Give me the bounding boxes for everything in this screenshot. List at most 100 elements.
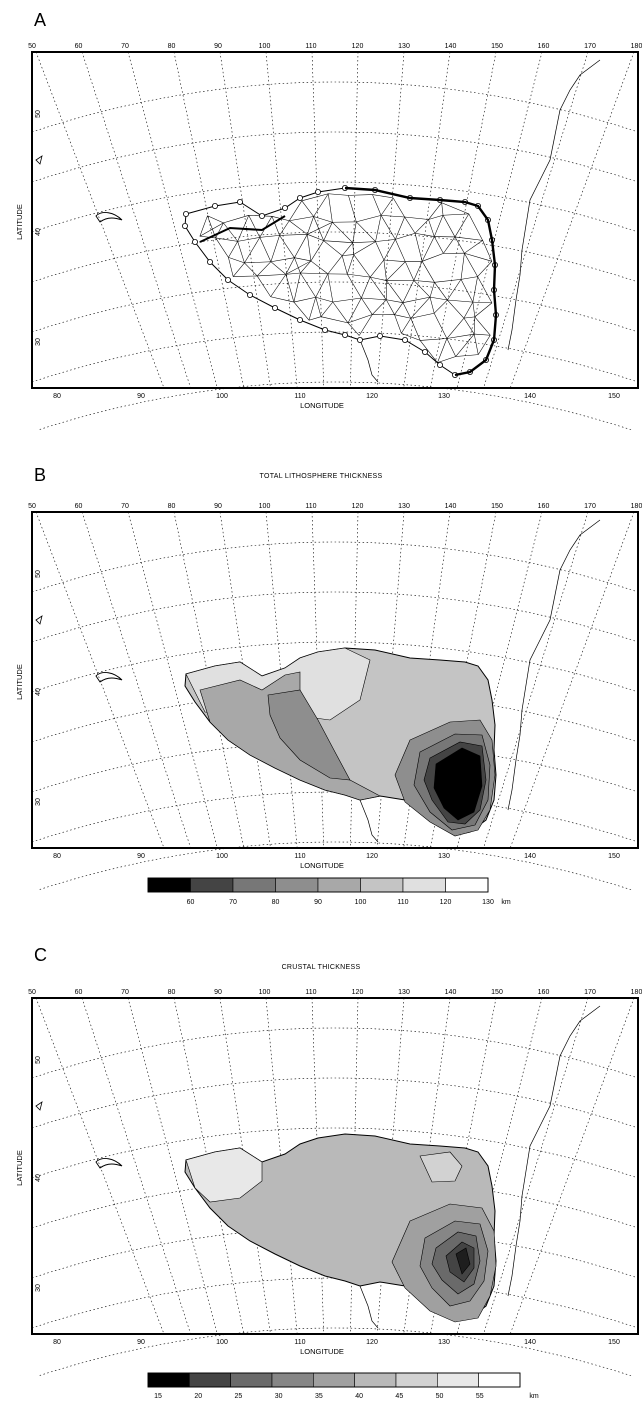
legend-swatch [446,878,489,892]
mesh-edge [447,300,464,318]
graticule-latitude-line [32,1278,638,1328]
mesh-edge [271,235,280,261]
continent-outline [185,188,496,375]
top-tick-label: 130 [398,503,410,510]
top-tick-label: 60 [75,43,83,50]
mesh-edge [347,274,370,277]
boundary-node [357,337,362,342]
mesh-edge [311,261,328,274]
mesh-edge [257,276,271,297]
mesh-edge [361,298,372,315]
mesh-edge [437,339,446,363]
mesh-edge [430,297,447,300]
longitude-axis-label: LONGITUDE [300,1347,344,1356]
boundary-node [225,277,230,282]
mesh-edge [415,233,422,261]
mesh-edge [447,339,456,357]
mesh-edge [328,256,342,274]
mesh-edge [474,317,475,334]
mesh-edge [474,334,490,335]
panel-c-letter: C [34,945,47,966]
mesh-edge [294,234,307,257]
mesh-edge [401,318,410,333]
top-tick-label: 180 [631,503,642,510]
mesh-edge [311,241,324,261]
top-tick-label: 180 [631,989,642,996]
legend-label: 130 [482,899,494,906]
mesh-edge [302,201,314,217]
mesh-edge [324,241,353,243]
legend-swatch [148,878,191,892]
graticule-latitude-line [32,82,638,132]
mesh-edge [376,242,384,260]
mesh-edge [356,215,381,221]
mesh-edge [456,355,479,357]
coastline-south [360,340,378,382]
mesh-edge [372,195,393,198]
mesh-edge [316,297,333,302]
top-tick-label: 150 [491,503,503,510]
island-edge [36,1102,42,1110]
top-tick-label: 80 [168,503,176,510]
graticule-meridian-line [36,52,164,388]
left-tick-label: 30 [35,1284,42,1292]
bottom-tick-label: 100 [216,1339,228,1346]
mesh-edge [395,315,402,334]
bottom-tick-label: 100 [216,853,228,860]
top-tick-label: 140 [445,989,457,996]
mesh-edge [475,303,492,317]
mesh-edge [354,255,370,278]
top-tick-label: 80 [168,989,176,996]
mesh-edge [478,277,492,303]
mesh-edge [372,300,386,315]
mesh-edge [294,258,310,261]
latitude-axis-label: LATITUDE [15,204,24,240]
top-tick-label: 110 [305,989,316,996]
bottom-tick-label: 100 [216,393,228,400]
mesh-edge [307,234,311,261]
mesh-edge [414,280,430,297]
bottom-tick-label: 120 [366,393,378,400]
mesh-edge [395,239,405,261]
mesh-edge [387,262,406,281]
mesh-edge [328,194,332,222]
mesh-edge [455,237,464,253]
mesh-edge [289,217,313,221]
bottom-tick-label: 80 [53,1339,61,1346]
mesh-edge [233,263,244,277]
boundary-node [282,205,287,210]
boundary-node [192,239,197,244]
panel-b-title: TOTAL LITHOSPHERE THICKNESS [0,473,642,480]
mesh-edge [200,216,208,236]
mesh-edge [478,261,492,276]
mesh-edge [434,279,461,282]
mesh-edge [342,243,353,256]
legend-label: 15 [154,1393,162,1400]
top-tick-label: 90 [214,989,222,996]
graticule-meridian-line [220,52,271,388]
mesh-edge [372,195,381,216]
bottom-tick-label: 140 [524,393,536,400]
top-tick-label: 150 [491,43,503,50]
legend-swatch [479,1373,520,1387]
mesh-edge [430,282,434,297]
latitude-axis-label: LATITUDE [15,1150,24,1186]
top-tick-label: 50 [28,43,36,50]
latitude-axis-label: LATITUDE [15,664,24,700]
legend-swatch [313,1373,354,1387]
mesh-edge [309,297,316,320]
top-tick-label: 170 [584,989,596,996]
legend-swatch [233,878,276,892]
legend-label: 60 [187,899,195,906]
mesh-edge [286,274,294,302]
legend-label: 50 [436,1393,444,1400]
mesh-edge [429,203,442,220]
top-tick-label: 140 [445,43,457,50]
longitude-axis-label: LONGITUDE [300,401,344,410]
coastline-south [360,800,378,842]
mesh-edge [324,241,343,256]
graticule-latitude-line [32,1028,638,1078]
legend-swatch [361,878,404,892]
